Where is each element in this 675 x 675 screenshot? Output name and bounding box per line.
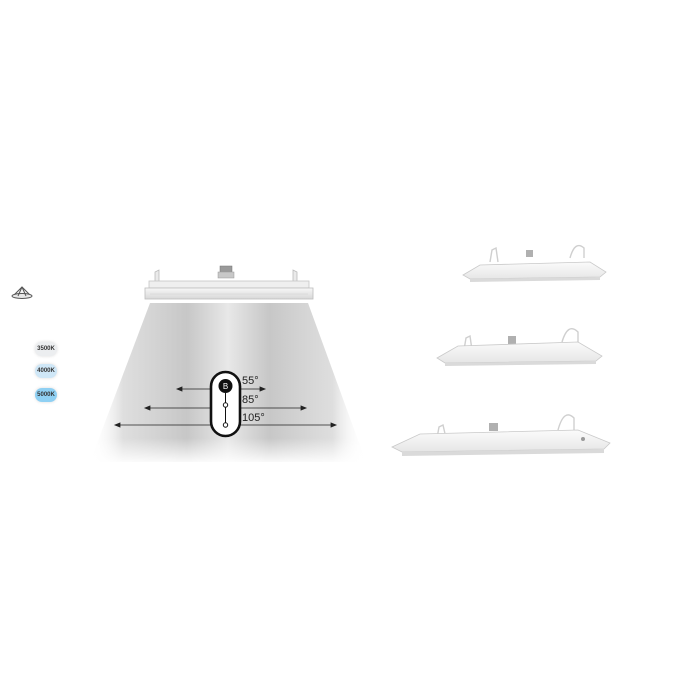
switch-marker: B [223, 382, 228, 391]
beam-angle-105: 105° [242, 412, 265, 424]
cct-chip-5000k[interactable]: 5000K [35, 388, 57, 402]
beam-angle-85: 85° [242, 394, 259, 406]
cct-chip-4000k[interactable]: 4000K [35, 364, 57, 378]
beam-angle-switch[interactable] [209, 370, 242, 438]
cct-chip-3500k[interactable]: 3500K [35, 342, 57, 356]
main-fixture [144, 265, 314, 300]
beam-angle-55: 55° [242, 375, 259, 387]
beam-angle-arrows [113, 386, 338, 428]
